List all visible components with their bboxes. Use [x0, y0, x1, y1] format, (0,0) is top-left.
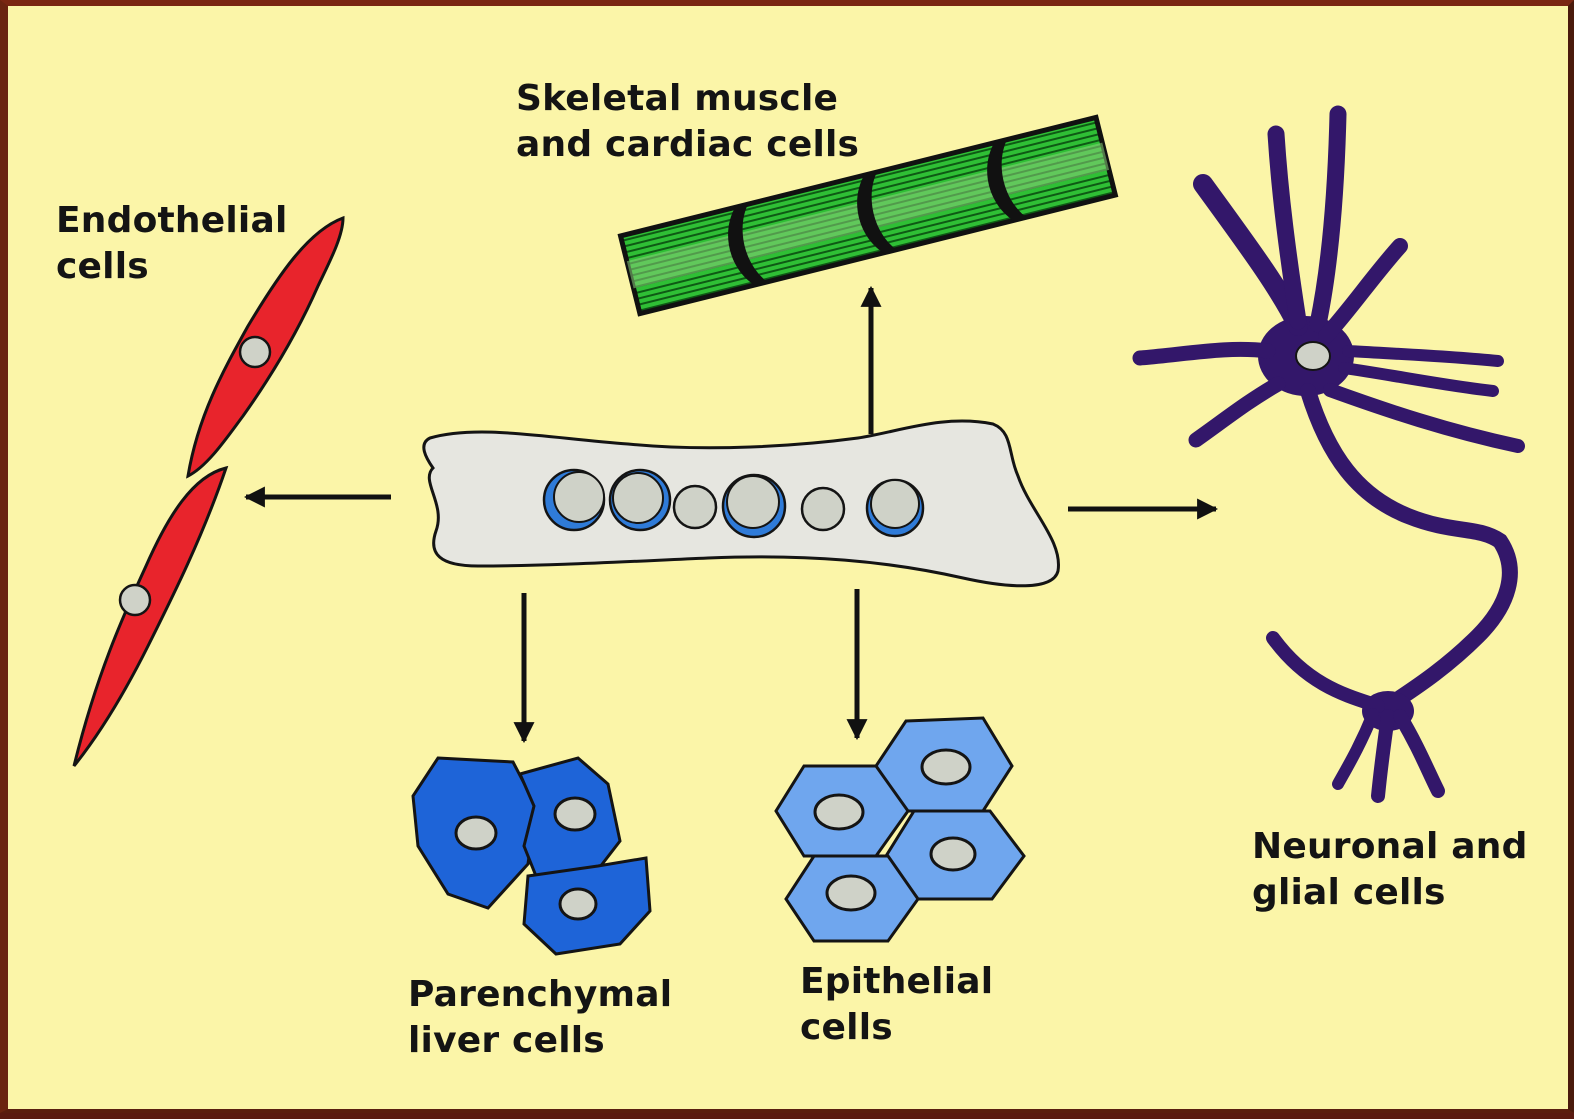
- dendrite: [1326, 246, 1400, 336]
- terminal-branch: [1378, 716, 1388, 796]
- label-line: Endothelial: [56, 198, 288, 244]
- nucleus: [815, 795, 863, 829]
- liver-cells-illustration: [413, 758, 650, 954]
- terminal-branch: [1400, 716, 1438, 791]
- nucleus: [931, 838, 975, 870]
- terminal-branch: [1338, 714, 1373, 784]
- label-line: liver cells: [408, 1018, 672, 1064]
- nucleus: [802, 488, 844, 530]
- nucleus: [555, 798, 595, 830]
- label-parenchymal: Parenchymal liver cells: [408, 972, 672, 1064]
- label-line: Parenchymal: [408, 972, 672, 1018]
- label-neuronal: Neuronal and glial cells: [1252, 824, 1528, 916]
- nucleus: [456, 817, 496, 849]
- label-line: glial cells: [1252, 870, 1528, 916]
- nucleus: [1296, 342, 1330, 370]
- nucleus: [727, 476, 779, 528]
- label-skeletal-muscle: Skeletal muscle and cardiac cells: [516, 76, 859, 168]
- nucleus: [120, 585, 150, 615]
- nucleus: [560, 889, 596, 919]
- label-line: cells: [800, 1005, 993, 1051]
- label-line: cells: [56, 244, 288, 290]
- nucleus: [674, 486, 716, 528]
- terminal-branch: [1273, 638, 1378, 706]
- nucleus: [827, 876, 875, 910]
- dendrite: [1196, 384, 1278, 440]
- epithelial-cells-illustration: [776, 718, 1024, 941]
- endothelial-cell: [74, 468, 226, 766]
- label-epithelial: Epithelial cells: [800, 959, 993, 1051]
- label-line: Neuronal and: [1252, 824, 1528, 870]
- neuron-illustration: [1140, 114, 1518, 796]
- stem-cell: [424, 421, 1059, 586]
- diagram-canvas: [8, 6, 1574, 1119]
- nucleus: [613, 473, 663, 523]
- dendrite: [1348, 351, 1498, 361]
- nucleus: [922, 750, 970, 784]
- nucleus: [554, 472, 604, 522]
- dendrite: [1344, 368, 1493, 391]
- label-line: Epithelial: [800, 959, 993, 1005]
- dendrite: [1318, 114, 1338, 324]
- endothelial-cells-illustration: [74, 218, 343, 766]
- dendrite: [1140, 349, 1268, 358]
- nucleus: [871, 480, 919, 528]
- dendrite: [1330, 390, 1518, 446]
- nucleus: [240, 337, 270, 367]
- label-line: Skeletal muscle: [516, 76, 859, 122]
- label-endothelial: Endothelial cells: [56, 198, 288, 290]
- label-line: and cardiac cells: [516, 122, 859, 168]
